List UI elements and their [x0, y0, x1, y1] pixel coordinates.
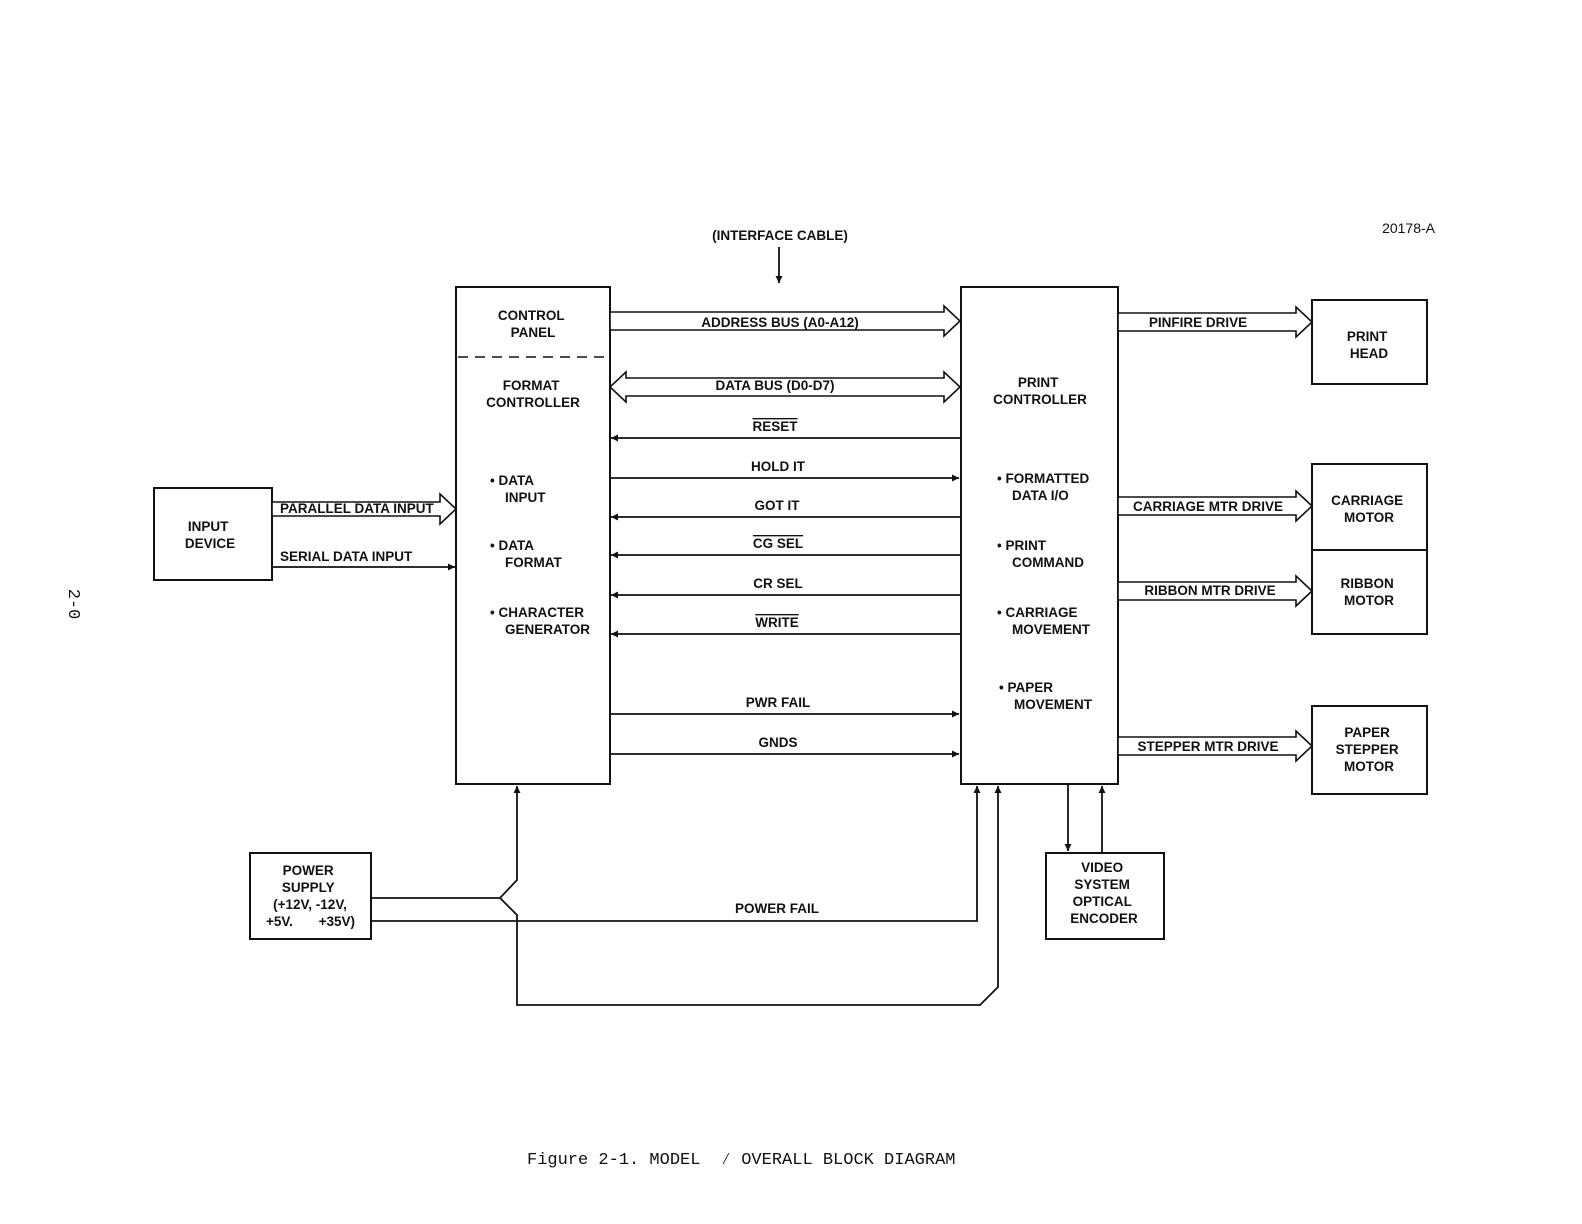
- video-system-block: VIDEO SYSTEM OPTICAL ENCODER: [1046, 853, 1164, 939]
- power-supply-label: POWER SUPPLY (+12V, -12V,: [273, 863, 347, 912]
- power-supply-35v: +35V): [319, 914, 355, 929]
- power-to-print-controller: [500, 786, 998, 1005]
- power-fail-label: POWER FAIL: [735, 901, 819, 916]
- power-fail-line: [371, 786, 977, 921]
- ribbon-mtr-drive-label: RIBBON MTR DRIVE: [1144, 583, 1275, 598]
- print-controller-block: PRINT CONTROLLER • FORMATTED DATA I/O • …: [961, 287, 1118, 784]
- cg-sel-label: CG SEL: [753, 536, 803, 551]
- page-number: 2-0: [63, 589, 82, 620]
- paper-stepper-motor-label: PAPER STEPPER MOTOR: [1336, 725, 1403, 774]
- cr-sel-label: CR SEL: [753, 576, 803, 591]
- carriage-mtr-drive-label: CARRIAGE MTR DRIVE: [1133, 499, 1283, 514]
- stepper-mtr-drive-label: STEPPER MTR DRIVE: [1137, 739, 1278, 754]
- print-head-block: PRINT HEAD: [1312, 300, 1427, 384]
- paper-stepper-motor-block: PAPER STEPPER MOTOR: [1312, 706, 1427, 794]
- power-supply-5v: +5V.: [266, 914, 293, 929]
- write-label: WRITE: [755, 615, 799, 630]
- format-controller-block: CONTROL PANEL FORMAT CONTROLLER • DATA I…: [456, 287, 610, 784]
- gnds-label: GNDS: [758, 735, 797, 750]
- got-it-label: GOT IT: [755, 498, 801, 513]
- serial-data-input-label: SERIAL DATA INPUT: [280, 549, 413, 564]
- input-device-block: INPUT DEVICE: [154, 488, 272, 580]
- reset-label: RESET: [752, 419, 798, 434]
- data-bus-label: DATA BUS (D0-D7): [716, 378, 835, 393]
- carriage-ribbon-motor-block: CARRIAGE MOTOR RIBBON MOTOR: [1312, 464, 1427, 634]
- figure-caption: Figure 2-1. MODEL ฀ ⁄ OVERALL BLOCK DIAG…: [527, 1151, 955, 1170]
- pwr-fail-label: PWR FAIL: [746, 695, 811, 710]
- address-bus-label: ADDRESS BUS (A0-A12): [701, 315, 859, 330]
- figure-reference-number: 20178-A: [1382, 220, 1436, 236]
- hold-it-label: HOLD IT: [751, 459, 806, 474]
- interface-cable-label: (INTERFACE CABLE): [712, 228, 848, 243]
- power-to-format-controller: [371, 786, 517, 898]
- parallel-data-input-label: PARALLEL DATA INPUT: [280, 501, 434, 516]
- power-supply-block: POWER SUPPLY (+12V, -12V, +5V. +35V): [250, 853, 371, 939]
- pinfire-drive-label: PINFIRE DRIVE: [1149, 315, 1247, 330]
